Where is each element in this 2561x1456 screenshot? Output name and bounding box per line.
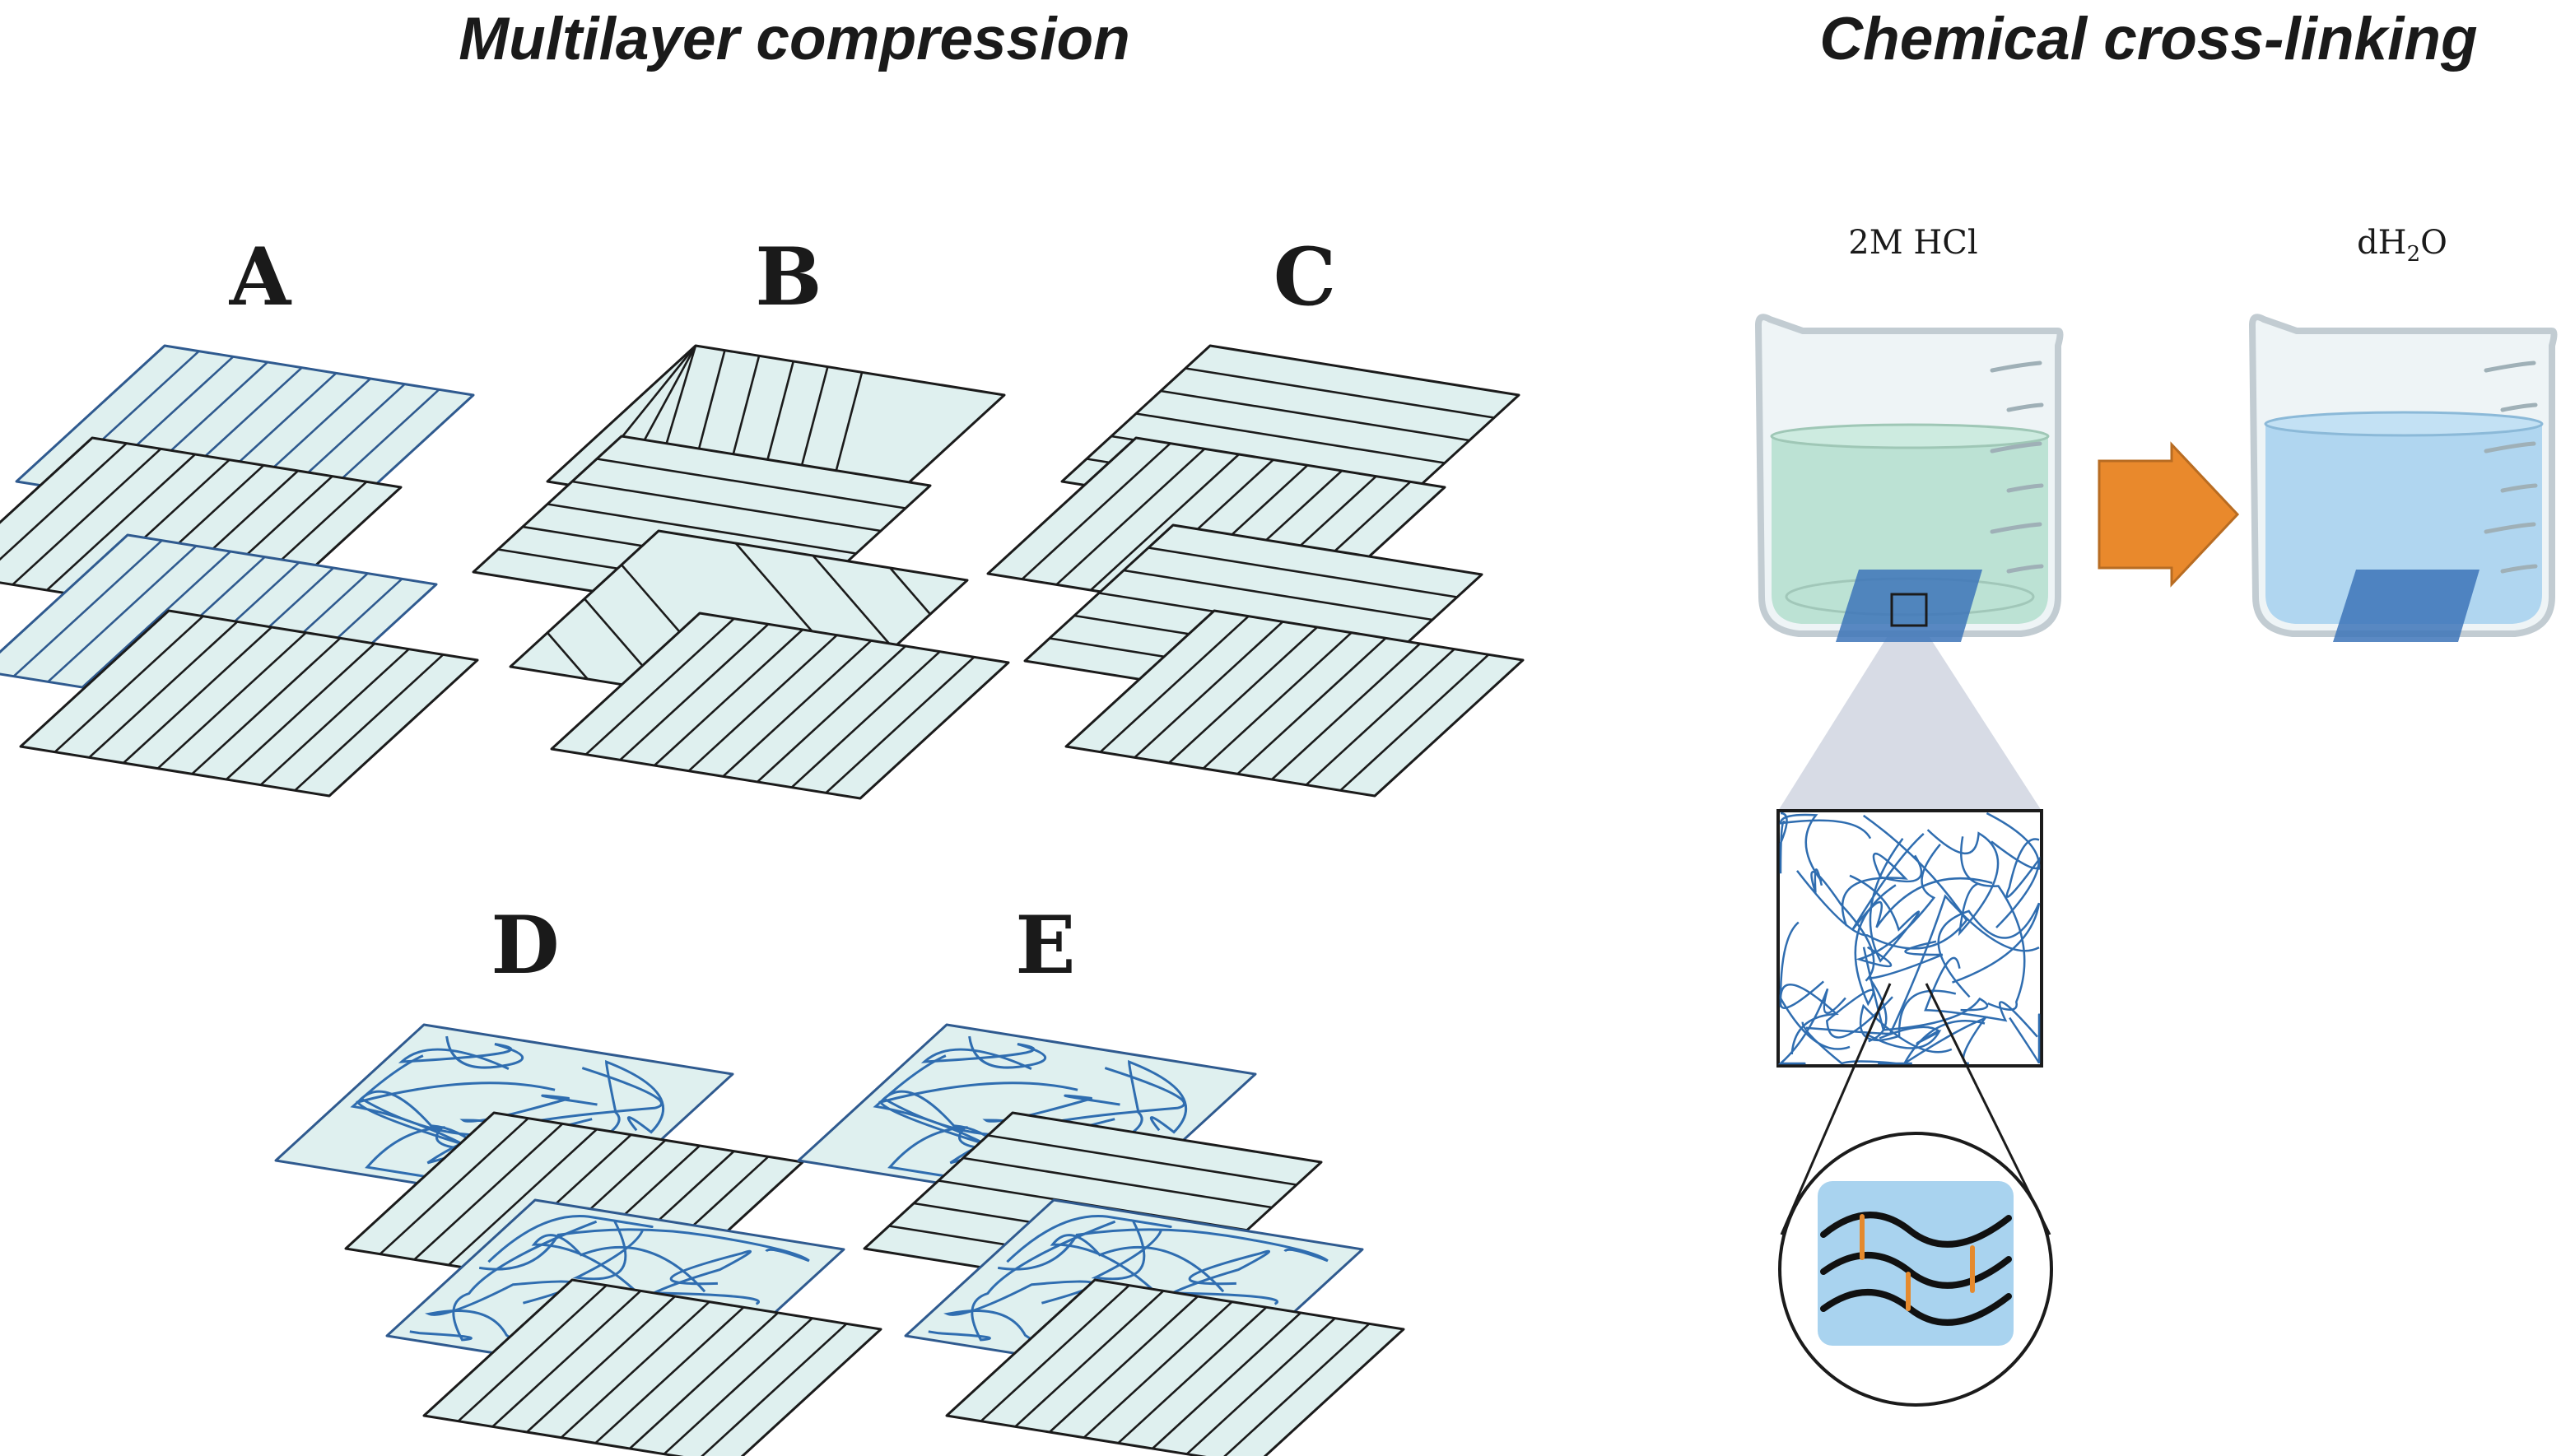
sample-sheet-water bbox=[2333, 570, 2480, 642]
mesh-fiber bbox=[1801, 1021, 1912, 1065]
panel-d-layer-stack bbox=[274, 1023, 882, 1456]
mesh-fiber bbox=[1986, 812, 2041, 870]
process-arrow bbox=[2098, 441, 2240, 588]
acid-beaker bbox=[1754, 314, 2064, 642]
mesh-fiber bbox=[1859, 989, 1957, 1054]
mesh-fiber bbox=[1779, 921, 1839, 1054]
mesh-fiber bbox=[1779, 812, 1788, 874]
beaker-label-water: dH2O bbox=[2357, 224, 2447, 267]
fiber-layer-vertical-fibers bbox=[550, 612, 1010, 800]
panel-label-e: E bbox=[1015, 899, 1075, 992]
measurement-marks-water bbox=[2484, 361, 2538, 574]
panel-label-a: A bbox=[229, 230, 292, 323]
mesh-fiber bbox=[1924, 956, 2038, 1038]
mesh-fiber bbox=[1849, 838, 1920, 963]
fiber-mesh-inset bbox=[1776, 809, 2043, 1068]
panel-b-layer-stack bbox=[472, 344, 1010, 800]
heading-chemical-cross-linking: Chemical cross-linking bbox=[1819, 6, 2477, 72]
crosslinks bbox=[1860, 1214, 1975, 1311]
mesh-fiber bbox=[1851, 832, 1993, 931]
panel-a-layer-stack bbox=[0, 344, 479, 798]
measurement-marks-acid bbox=[1990, 361, 2044, 574]
mesh-fiber bbox=[1805, 894, 2040, 1035]
mesh-fiber bbox=[1862, 947, 1989, 1031]
zoom-funnel bbox=[1778, 632, 2042, 811]
water-beaker bbox=[2248, 314, 2558, 642]
beaker-label-acid: 2M HCl bbox=[1848, 224, 1977, 262]
crosslink-background bbox=[1818, 1181, 2014, 1346]
fiber-layer-vertical-fibers bbox=[19, 609, 479, 798]
mesh-fiber bbox=[1779, 813, 1872, 882]
panel-label-d: D bbox=[491, 899, 559, 992]
mesh-fiber bbox=[1796, 814, 1968, 950]
mesh-inset-fibers bbox=[1777, 812, 2041, 1065]
mesh-fiber bbox=[1995, 838, 2041, 928]
sample-sheet-acid bbox=[1836, 570, 1982, 642]
mesh-fiber bbox=[1826, 884, 1897, 1039]
heading-multilayer-compression: Multilayer compression bbox=[459, 6, 1129, 72]
zoom-box bbox=[1890, 593, 1928, 627]
panel-label-c: C bbox=[1274, 230, 1336, 323]
fiber-layer-vertical-fibers bbox=[1064, 609, 1525, 798]
fiber-layer-vertical-fibers bbox=[422, 1278, 882, 1456]
mesh-fiber bbox=[1841, 853, 1923, 927]
fiber-layer-vertical-fibers bbox=[945, 1278, 1405, 1456]
panel-label-b: B bbox=[755, 230, 822, 323]
panel-e-layer-stack bbox=[797, 1023, 1405, 1456]
mesh-fiber bbox=[1867, 940, 1944, 1043]
mesh-fiber bbox=[2009, 1013, 2041, 1064]
mesh-fiber bbox=[1926, 829, 2000, 937]
mesh-fiber bbox=[1856, 844, 1941, 968]
mesh-fiber bbox=[1779, 980, 1851, 1050]
mesh-fiber bbox=[1903, 1016, 1988, 1065]
mesh-fiber bbox=[1937, 902, 2041, 998]
crosslink-magnifier bbox=[1778, 1132, 2053, 1407]
panel-c-layer-stack bbox=[986, 344, 1525, 798]
